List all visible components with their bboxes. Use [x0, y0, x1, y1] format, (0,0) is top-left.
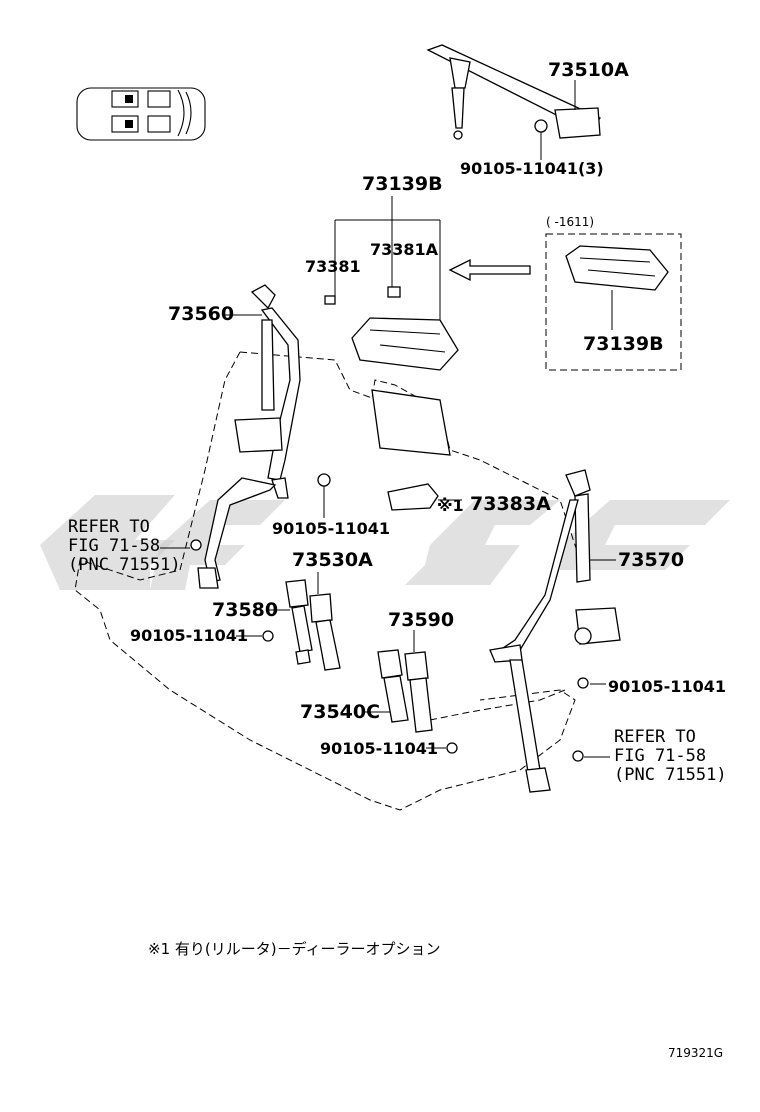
- label-73381A: 73381A: [370, 240, 439, 259]
- overhead-console: [324, 286, 459, 371]
- label-73381: 73381: [305, 257, 361, 276]
- buckle-73530A: [285, 579, 341, 671]
- rear-seat-outline: [74, 351, 581, 811]
- figure-code: 719321G: [668, 1046, 723, 1060]
- label-73383A-mark: ※1: [437, 496, 464, 515]
- inset-range-label: ( -1611): [546, 215, 594, 229]
- refer-left-line3: (PNC 71551): [68, 555, 181, 575]
- label-90105-11041-b: 90105-11041: [130, 626, 248, 645]
- watermark-logo: [40, 495, 730, 590]
- label-73540C: 73540C: [300, 701, 380, 723]
- seat-layout-icon: [76, 87, 206, 141]
- left-arrow-icon: [448, 258, 531, 282]
- refer-left-line2: FIG 71-58: [68, 536, 160, 556]
- refer-right-line3: (PNC 71551): [614, 765, 727, 785]
- inset-box: [545, 233, 682, 371]
- label-90105-11041-a: 90105-11041: [272, 519, 390, 538]
- label-90105-11041-d: 90105-11041: [608, 677, 726, 696]
- seat-belt-73570: [489, 469, 621, 793]
- seat-belt-73560: [190, 284, 331, 589]
- label-73530A: 73530A: [292, 549, 373, 571]
- label-90105-11041-3: 90105-11041(3): [460, 159, 604, 178]
- label-90105-11041-c: 90105-11041: [320, 739, 438, 758]
- part-73383A: [387, 483, 439, 511]
- refer-left-line1: REFER TO: [68, 517, 150, 537]
- label-73510A: 73510A: [548, 59, 629, 81]
- label-73383A: 73383A: [470, 493, 551, 515]
- label-73590: 73590: [388, 609, 454, 631]
- label-73580: 73580: [212, 599, 278, 621]
- buckle-73590: [377, 649, 433, 733]
- label-73570: 73570: [618, 549, 684, 571]
- label-73560: 73560: [168, 303, 234, 325]
- belt-anchor-73510A: [426, 44, 601, 140]
- refer-right-line1: REFER TO: [614, 727, 696, 747]
- label-inset-73139B: 73139B: [583, 333, 664, 355]
- footnote-text: ※1 有り(リルータ)－ディーラーオプション: [148, 940, 441, 958]
- label-73139B: 73139B: [362, 173, 443, 195]
- refer-right-line2: FIG 71-58: [614, 746, 706, 766]
